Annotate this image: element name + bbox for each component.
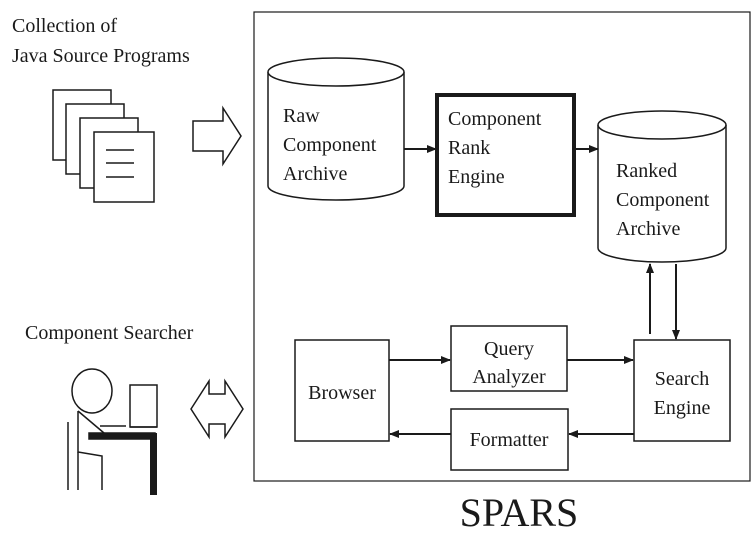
ranked-archive-label-line1: Ranked (616, 160, 677, 182)
search-engine-label-line1: Search (655, 368, 709, 390)
query-analyzer-component: Query Analyzer (450, 325, 568, 392)
rank-engine-label-line2: Rank (448, 137, 490, 159)
query-analyzer-label-line2: Analyzer (472, 366, 546, 388)
rank-engine-label-line1: Component (448, 108, 542, 130)
collection-label-line1: Collection of (12, 15, 117, 37)
search-engine-label-line2: Engine (654, 397, 711, 419)
source-documents-icon (52, 89, 155, 203)
collection-label-line2: Java Source Programs (12, 45, 190, 67)
flow-arrows (389, 145, 680, 438)
input-block-arrow-icon (192, 105, 242, 167)
query-analyzer-label-line1: Query (484, 338, 534, 360)
rank-engine-label-line3: Engine (448, 166, 505, 188)
user-at-computer-icon (67, 368, 158, 495)
browser-label: Browser (308, 382, 376, 404)
formatter-component: Formatter (450, 408, 569, 471)
browser-component: Browser (294, 339, 390, 442)
spars-system-boundary (253, 11, 751, 482)
ranked-archive-label-line2: Component (616, 189, 710, 211)
system-title: SPARS (460, 490, 579, 533)
ranked-archive-label-line3: Archive (616, 218, 681, 240)
ranked-component-archive: Ranked Component Archive (597, 110, 727, 263)
bidirectional-block-arrow-icon (190, 378, 244, 440)
component-searcher-label: Component Searcher (25, 322, 194, 344)
raw-component-archive: Raw Component Archive (267, 57, 405, 201)
component-rank-engine: Component Rank Engine (435, 93, 576, 217)
search-engine-component: Search Engine (633, 339, 731, 442)
formatter-label: Formatter (470, 429, 549, 451)
raw-archive-label-line3: Archive (283, 163, 348, 185)
raw-archive-label-line2: Component (283, 134, 377, 156)
raw-archive-label-line1: Raw (283, 105, 320, 127)
